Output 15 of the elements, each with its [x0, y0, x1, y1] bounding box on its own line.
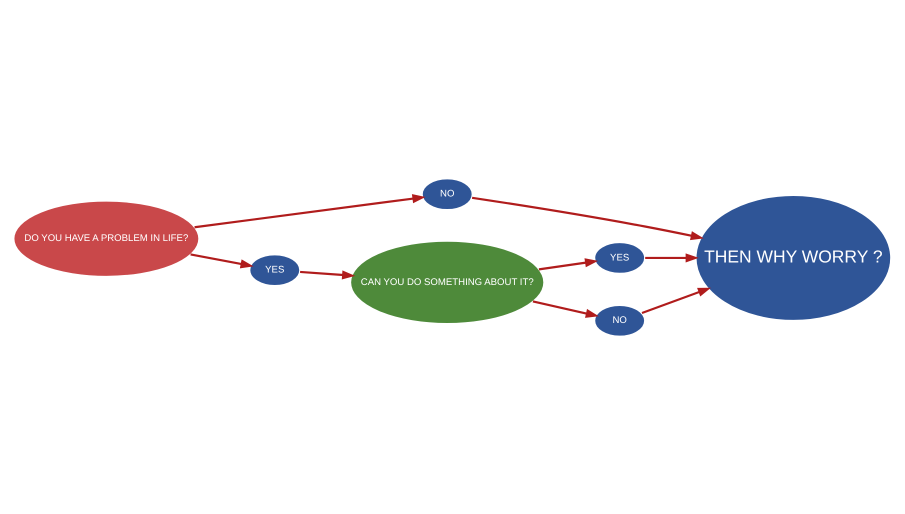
- arrow: [532, 300, 599, 318]
- arrow: [194, 194, 426, 228]
- arrow: [538, 258, 598, 270]
- node-ellipse: NO: [421, 177, 474, 210]
- arrow: [190, 252, 254, 268]
- node-ellipse: YES: [248, 253, 301, 286]
- arrow: [642, 287, 711, 314]
- node-ellipse: DO YOU HAVE A PROBLEM IN LIFE?: [14, 200, 200, 276]
- node-ellipse: NO: [593, 304, 646, 337]
- arrow: [300, 270, 356, 279]
- node-ellipse: YES: [593, 240, 646, 274]
- arrow: [645, 252, 699, 262]
- node-ellipse: CAN YOU DO SOMETHING ABOUT IT?: [350, 240, 544, 324]
- arrow: [472, 196, 704, 240]
- node-ellipse: THEN WHY WORRY ?: [694, 194, 892, 322]
